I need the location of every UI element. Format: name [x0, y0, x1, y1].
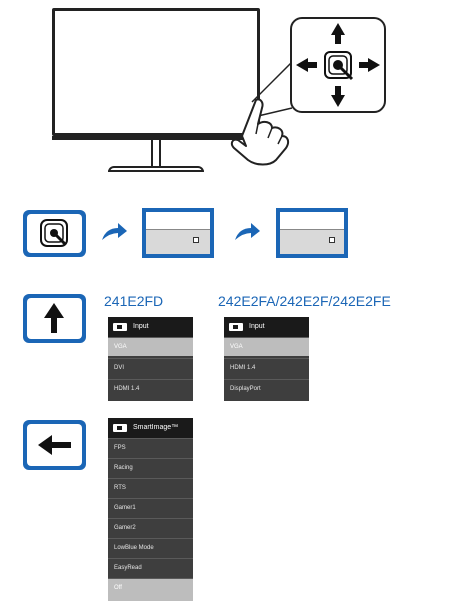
monitor-stand-base	[108, 166, 204, 172]
monitor-stand-neck	[151, 140, 161, 168]
left-step-box	[23, 420, 86, 470]
model-label-242e2f-series: 242E2FA/242E2F/242E2FE	[218, 293, 391, 309]
osd-item-dvi[interactable]: DVI	[108, 358, 193, 377]
screen-menu-opened	[276, 208, 348, 258]
osd-item-hdmi[interactable]: HDMI 1.4	[108, 379, 193, 398]
osd-item-off[interactable]: Off	[108, 578, 193, 601]
osd-input-menu-241e2fd: Input VGA DVI HDMI 1.4	[108, 317, 193, 401]
osd-item-gamer2[interactable]: Gamer2	[108, 518, 193, 537]
joystick-icon	[296, 23, 380, 107]
joystick-zoom-panel	[290, 17, 386, 113]
input-icon	[229, 323, 243, 331]
input-icon	[113, 323, 127, 331]
osd-item-vga[interactable]: VGA	[224, 337, 309, 356]
osd-item-hdmi[interactable]: HDMI 1.4	[224, 358, 309, 377]
arrow-up-icon	[44, 303, 64, 333]
osd-item-rts[interactable]: RTS	[108, 478, 193, 497]
model-label-241e2fd: 241E2FD	[104, 293, 164, 309]
osd-smartimage-menu: SmartImage™ FPS Racing RTS Gamer1 Gamer2…	[108, 418, 193, 601]
osd-item-displayport[interactable]: DisplayPort	[224, 379, 309, 398]
osd-input-menu-242e2f: Input VGA HDMI 1.4 DisplayPort	[224, 317, 309, 401]
up-step-box	[23, 294, 86, 343]
osd-item-gamer1[interactable]: Gamer1	[108, 498, 193, 517]
osd-item-fps[interactable]: FPS	[108, 438, 193, 457]
screen-before-menu	[142, 208, 214, 258]
osd-header: SmartImage™	[108, 418, 193, 438]
osd-item-racing[interactable]: Racing	[108, 458, 193, 477]
zoom-callout-lines	[251, 61, 293, 117]
osd-header: Input	[108, 317, 193, 337]
monitor-bezel	[52, 136, 260, 140]
osd-item-vga[interactable]: VGA	[108, 337, 193, 356]
monitor-screen	[52, 8, 260, 136]
press-button-step	[23, 210, 86, 257]
hand-press-icon	[230, 98, 290, 166]
arrow-left-icon	[38, 435, 71, 455]
osd-item-easyread[interactable]: EasyRead	[108, 558, 193, 577]
curved-arrow-icon	[235, 223, 260, 240]
joystick-icon	[40, 219, 68, 247]
osd-item-lowblue-mode[interactable]: LowBlue Mode	[108, 538, 193, 557]
smartimage-icon	[113, 424, 127, 432]
curved-arrow-icon	[102, 223, 127, 240]
osd-header: Input	[224, 317, 309, 337]
